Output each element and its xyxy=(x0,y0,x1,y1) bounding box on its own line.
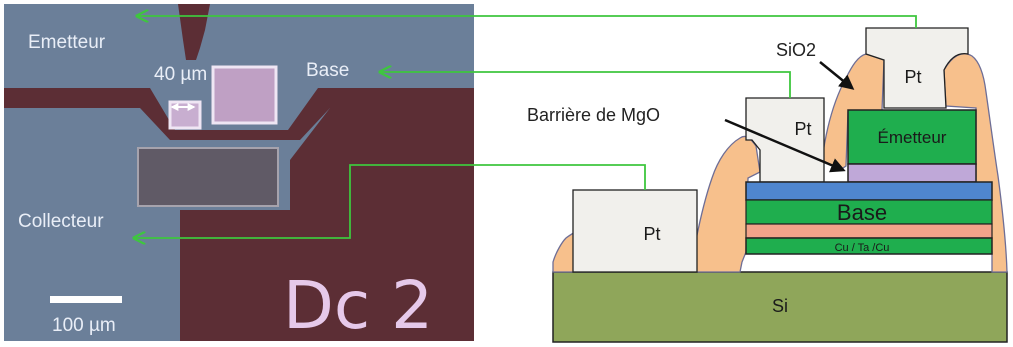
label-mgo-barrier: Barrière de MgO xyxy=(527,105,660,125)
scale-bar xyxy=(50,296,122,303)
pt-top xyxy=(865,27,969,109)
label-emetteur: Emetteur xyxy=(28,32,106,53)
substrate-si xyxy=(552,271,1008,343)
label-pt-top: Pt xyxy=(904,67,921,87)
base-pad xyxy=(211,65,278,125)
label-si: Si xyxy=(772,296,788,316)
arrow-mgo xyxy=(724,118,846,173)
label-emitter-layer: Émetteur xyxy=(878,128,947,147)
label-size: 40 µm xyxy=(154,64,207,85)
arrow-sio2 xyxy=(819,61,855,90)
metal-trace-collector xyxy=(180,108,474,341)
label-spacer: Cu / Ta /Cu xyxy=(835,242,890,254)
metal-trace-base xyxy=(4,88,474,140)
arrow-collector xyxy=(134,164,646,238)
label-base-layer: Base xyxy=(837,200,887,225)
connector-arrows xyxy=(134,16,917,238)
sio2-upper xyxy=(821,53,885,171)
pt-middle xyxy=(745,97,825,183)
collector-oxide xyxy=(137,147,279,207)
layer-base-pink xyxy=(745,223,993,239)
layer-mgo-barrier xyxy=(847,163,977,183)
cross-section: Si Pt Pt Pt Émetteur Base Cu / Ta /Cu Si… xyxy=(527,27,1008,343)
layer-base-blue xyxy=(745,181,993,201)
layer-spacer xyxy=(745,237,993,255)
arrow-base xyxy=(380,72,791,98)
micrograph: Emetteur Base 40 µm Collecteur Dc 2 100 … xyxy=(4,4,474,344)
arrow-emitter xyxy=(137,16,917,28)
label-pt-middle: Pt xyxy=(794,119,811,139)
scale-bar-label: 100 µm xyxy=(52,315,116,336)
pt-left xyxy=(572,189,698,273)
layer-base-green xyxy=(745,199,993,225)
label-sio2: SiO2 xyxy=(776,40,816,60)
chip-label: Dc 2 xyxy=(283,267,433,344)
metal-trace-top xyxy=(178,4,210,60)
label-base-micrograph: Base xyxy=(306,60,349,81)
emitter-pad xyxy=(168,100,202,130)
label-collecteur: Collecteur xyxy=(18,211,104,232)
label-pt-left: Pt xyxy=(643,224,660,244)
